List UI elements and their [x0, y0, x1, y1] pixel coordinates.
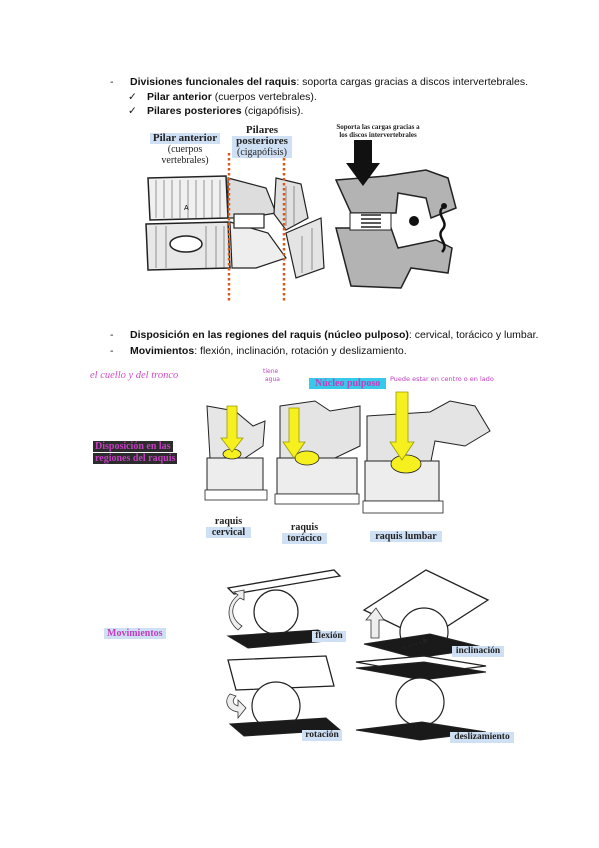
- yellow-arrow-icon: [282, 407, 306, 459]
- movement-flexion-drawing: [226, 569, 342, 649]
- yellow-arrow-icon: [389, 391, 415, 461]
- pilares-posteriores-rest: (cigapófisis).: [241, 105, 304, 117]
- inclinacion-label: inclinación: [452, 646, 504, 657]
- bullet-movimientos-rest: : flexión, inclinación, rotación y desli…: [194, 345, 407, 357]
- check-icon: ✓: [128, 91, 137, 103]
- letter-a: A: [184, 205, 189, 212]
- annotation-cuello: el cuello y del tronco: [90, 370, 179, 381]
- bullet-disposicion-bold: Disposición en las regiones del raquis (…: [130, 329, 409, 341]
- raquis-toracico-label: raquis torácico: [282, 522, 327, 544]
- check-icon: ✓: [128, 105, 137, 117]
- bullet-disposicion-rest: : cervical, torácico y lumbar.: [408, 329, 539, 341]
- disposicion-label: Disposición en las regiones del raquis: [93, 441, 178, 464]
- pilar-anterior-label: Pilar anterior (cuerpos vertebrales): [150, 133, 220, 166]
- rotacion-label: rotación: [302, 730, 342, 741]
- vertebra-lumbar-drawing: [362, 391, 491, 514]
- vertebra-cervical-drawing: [204, 405, 268, 501]
- bullet-divisiones-bold: Divisiones funcionales del raquis: [130, 76, 297, 88]
- raquis-cervical-label: raquis cervical: [206, 516, 251, 538]
- movement-rotacion-drawing: [226, 655, 342, 737]
- raquis-lumbar-label: raquis lumbar: [370, 531, 442, 542]
- movimientos-label: Movimientos: [104, 628, 166, 639]
- load-arrow-icon: [346, 140, 380, 186]
- figure-movimientos: [226, 569, 490, 741]
- flexion-label: flexión: [312, 631, 346, 642]
- soporta-label: Soporta las cargas gracias a los discos …: [336, 123, 420, 139]
- bullet-divisiones-rest: : soporta cargas gracias a discos interv…: [296, 76, 529, 88]
- pilar-anterior-rest: (cuerpos vertebrales).: [211, 91, 317, 103]
- hand-note-agua: agua: [265, 376, 280, 383]
- hand-note-centro: Puede estar en centro o en lado: [390, 375, 494, 383]
- dotted-arrow-icon: [422, 638, 428, 644]
- deslizamiento-label: deslizamiento: [450, 732, 514, 743]
- figure-pilares: A: [145, 140, 457, 303]
- pilares-posteriores-label: Pilares posteriores (cigapófisis): [232, 125, 292, 158]
- pilar-anterior-bold: Pilar anterior: [147, 91, 212, 103]
- figure-nucleo-pulposo: [204, 391, 491, 514]
- pilares-posteriores-bold: Pilares posteriores: [147, 105, 242, 117]
- vertebra-lateral-drawing: [145, 175, 325, 279]
- movement-inclinacion-drawing: [362, 569, 490, 659]
- nucleo-pulposo-label: Núcleo pulposo: [309, 378, 387, 389]
- hand-note-tiene: tiene: [263, 368, 279, 375]
- vertebra-load-drawing: [334, 140, 457, 289]
- yellow-arrow-icon: [220, 405, 244, 453]
- bullet-movimientos-bold: Movimientos: [130, 345, 195, 357]
- vertebra-toracica-drawing: [274, 400, 361, 505]
